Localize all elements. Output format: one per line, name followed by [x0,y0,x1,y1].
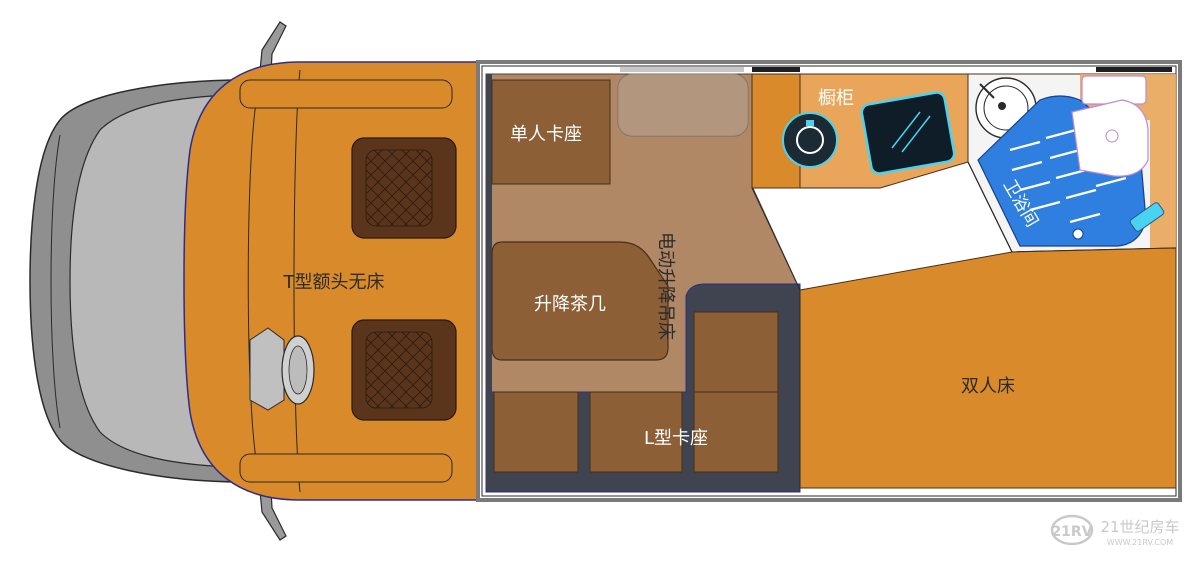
label-lift-table: 升降茶几 [534,294,606,315]
label-single-seat: 单人卡座 [510,124,582,145]
van-cab [29,21,479,541]
toilet-icon [1071,75,1149,177]
watermark-url: WWW.21RV.COM [1107,538,1174,547]
label-cab-bed: T型额头无床 [283,272,385,293]
double-bed [799,247,1177,489]
label-l-seat: L型卡座 [644,428,708,449]
roof-hatch [617,73,749,137]
label-electric-bed: 电动升降吊床 [655,232,676,340]
steering-wheel-icon [249,327,315,411]
svg-text:21RV: 21RV [1051,524,1092,540]
front-seat-bottom [351,319,457,421]
single-seat [491,79,611,185]
watermark-logo: 21RV 21世纪房车 WWW.21RV.COM [1050,514,1180,547]
label-cabinet: 橱柜 [818,88,854,109]
label-double-bed: 双人床 [961,376,1015,397]
lift-table [491,241,669,361]
watermark-site: 21世纪房车 [1100,518,1179,536]
stove-icon [782,112,838,168]
front-seat-top [351,137,457,239]
shower-head-icon [1129,202,1165,232]
kitchen-sink-icon [860,91,956,175]
